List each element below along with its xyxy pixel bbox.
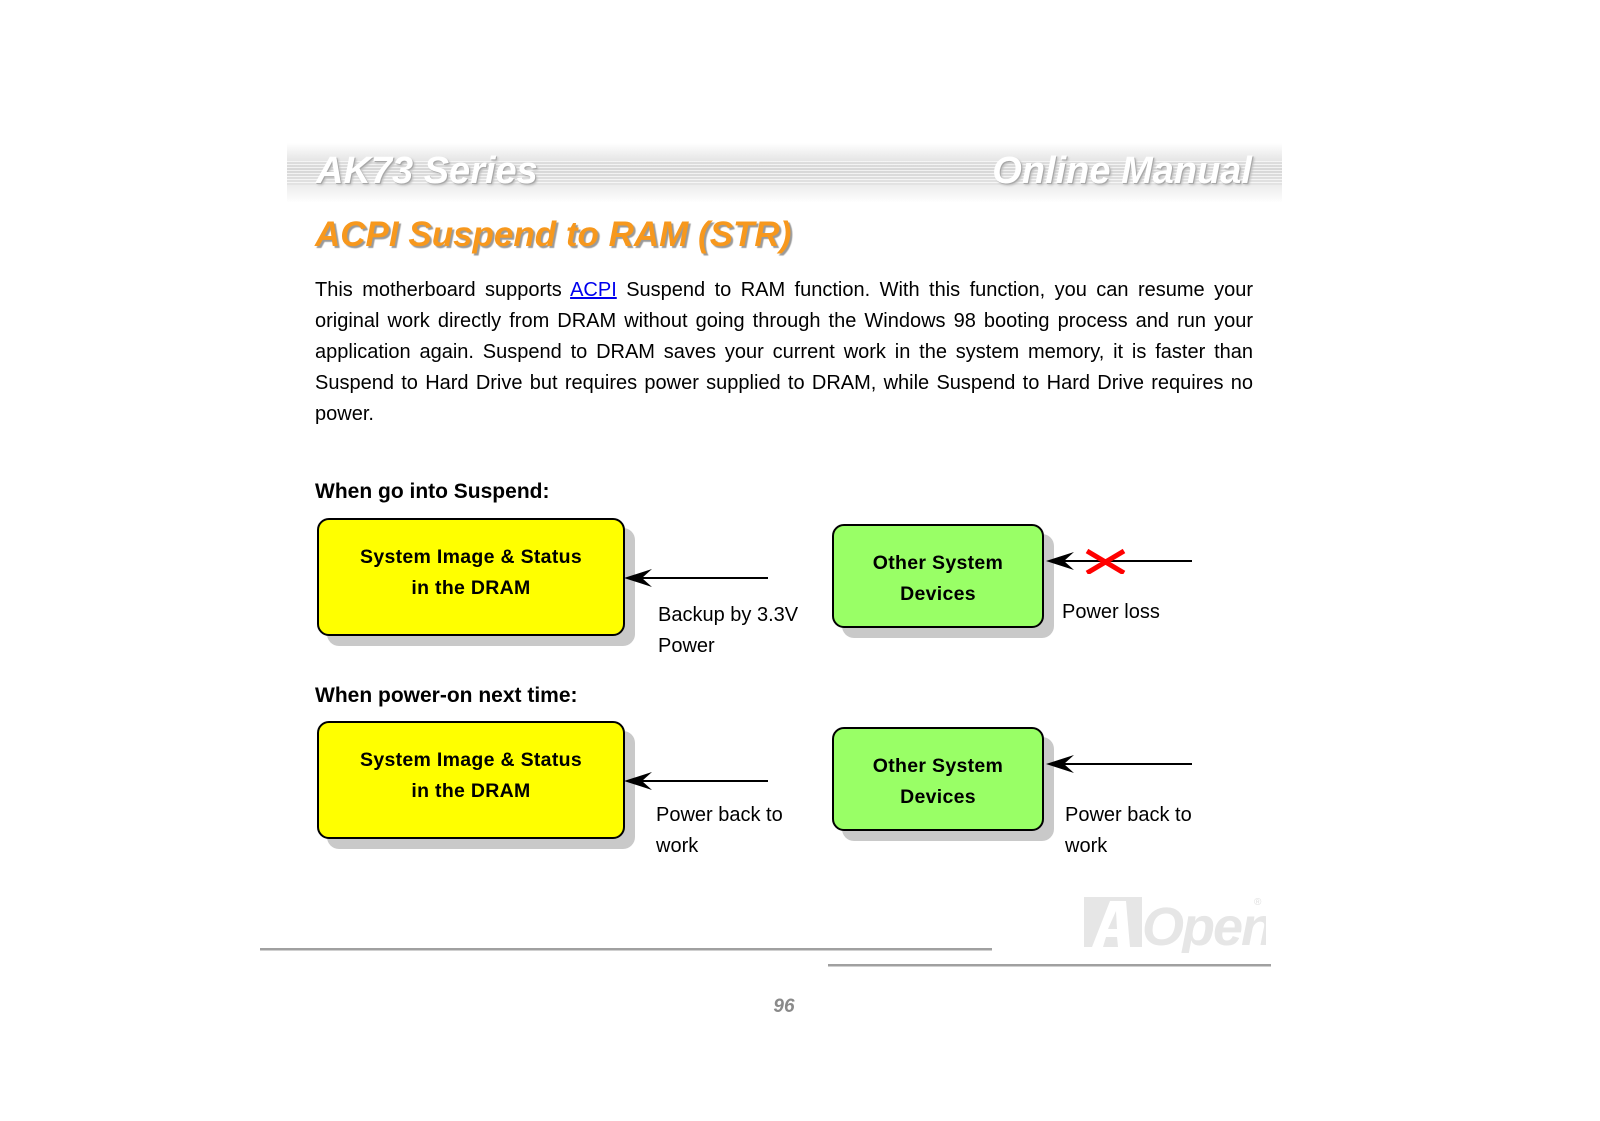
poweron-devices-caption-line2: work — [1065, 835, 1108, 857]
poweron-dram-box-line2: in the DRAM — [411, 780, 531, 802]
intro-text-after: Suspend to RAM function. With this funct… — [315, 279, 1253, 425]
poweron-dram-arrow — [624, 772, 768, 790]
header-series-title: AK73 Series — [316, 150, 538, 192]
poweron-devices-box-line2: Devices — [900, 786, 976, 808]
poweron-devices-box: Other System Devices — [832, 727, 1044, 831]
suspend-devices-box-line2: Devices — [900, 583, 976, 605]
suspend-devices-box: Other System Devices — [832, 524, 1044, 628]
arrow-head-icon — [624, 772, 652, 790]
poweron-dram-box: System Image & Status in the DRAM — [317, 721, 625, 839]
poweron-section-label: When power-on next time: — [315, 684, 578, 707]
suspend-dram-arrow — [624, 569, 768, 587]
poweron-dram-caption: Power back to work — [656, 800, 783, 862]
suspend-devices-caption: Power loss — [1062, 597, 1160, 628]
footer-rule-right — [828, 964, 1271, 967]
suspend-devices-box-line1: Other System — [872, 552, 1004, 574]
arrow-head-icon — [1046, 552, 1074, 570]
suspend-section-label: When go into Suspend: — [315, 480, 550, 503]
suspend-dram-caption: Backup by 3.3V Power — [658, 600, 798, 662]
suspend-dram-caption-line1: Backup by 3.3V — [658, 604, 799, 626]
logo-registered-mark: ® — [1254, 897, 1262, 908]
suspend-dram-box-line2: in the DRAM — [411, 577, 531, 599]
poweron-devices-arrow — [1046, 755, 1192, 773]
poweron-dram-box-line1: System Image & Status — [360, 749, 582, 771]
poweron-devices-caption-line1: Power back to — [1065, 804, 1192, 826]
suspend-dram-box-line1: System Image & Status — [360, 546, 582, 568]
poweron-dram-caption-line1: Power back to — [656, 804, 783, 826]
header-manual-title: Online Manual — [992, 150, 1252, 192]
page-number: 96 — [773, 996, 795, 1017]
logo-wordmark: Open — [1142, 897, 1266, 953]
intro-paragraph: This motherboard supports ACPI Suspend t… — [315, 275, 1253, 430]
arrow-head-icon — [624, 569, 652, 587]
acpi-link[interactable]: ACPI — [570, 279, 617, 301]
aopen-logo: Open ® — [1084, 897, 1266, 953]
power-blocked-x-icon — [1085, 548, 1126, 574]
poweron-dram-caption-line2: work — [656, 835, 699, 857]
header-band — [287, 143, 1282, 203]
suspend-dram-box: System Image & Status in the DRAM — [317, 518, 625, 636]
suspend-dram-caption-line2: Power — [658, 635, 715, 657]
poweron-devices-caption: Power back to work — [1065, 800, 1192, 862]
footer-rule-left — [260, 948, 992, 951]
suspend-devices-caption-line1: Power loss — [1062, 601, 1160, 623]
intro-text-before: This motherboard supports — [315, 279, 571, 301]
arrow-head-icon — [1046, 755, 1074, 773]
suspend-devices-arrow — [1046, 548, 1192, 574]
page-title: ACPI Suspend to RAM (STR) — [315, 215, 792, 254]
poweron-devices-box-line1: Other System — [872, 755, 1004, 777]
logo-a-glyph — [1092, 901, 1130, 947]
